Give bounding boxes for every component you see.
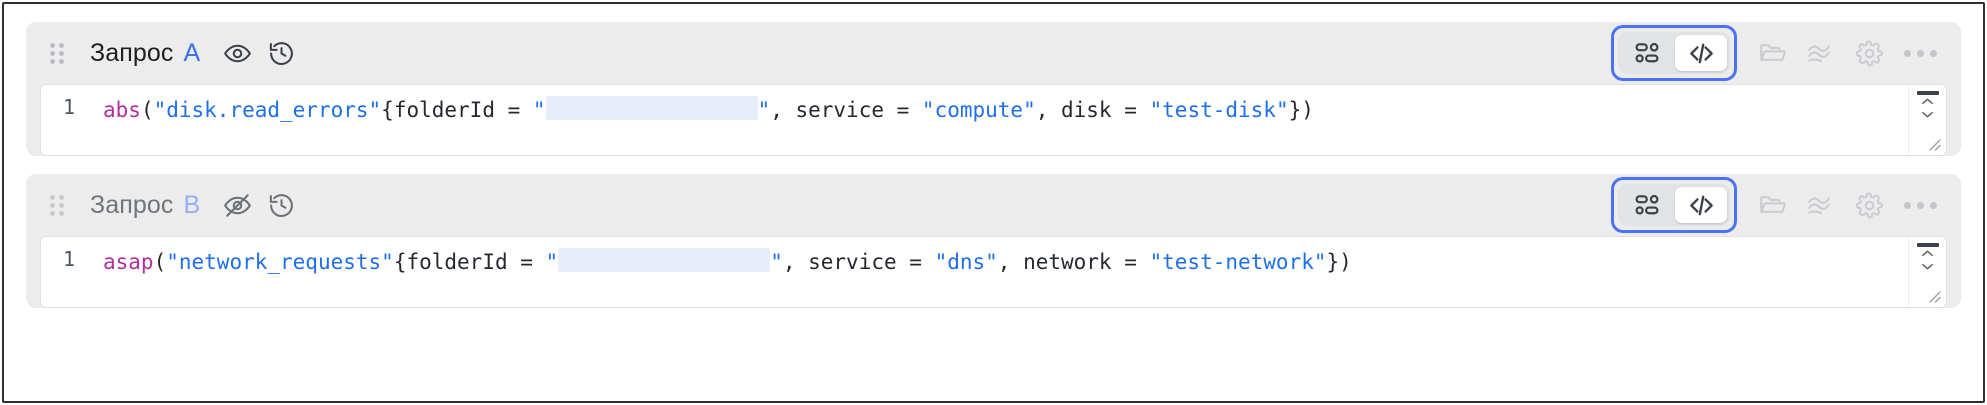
scroll-down-button[interactable] <box>1918 260 1938 273</box>
editor-scroll-controls <box>1908 237 1946 307</box>
query-toolbar <box>1611 25 1947 81</box>
eye-icon[interactable] <box>220 36 254 70</box>
redacted-folder-id <box>545 96 758 120</box>
code-token-str: "compute" <box>921 98 1036 122</box>
scroll-thumb[interactable] <box>1916 91 1939 95</box>
line-number-gutter: 1 <box>62 247 76 271</box>
drag-dot <box>50 50 55 56</box>
code-token-plain: , disk = <box>1035 98 1150 122</box>
drag-dot <box>50 210 55 216</box>
code-view-button[interactable] <box>1675 187 1727 223</box>
query-toolbar <box>1611 177 1947 233</box>
code-token-str: " <box>770 250 783 274</box>
eye-off-icon[interactable] <box>220 188 254 222</box>
settings-icon[interactable] <box>1845 183 1893 227</box>
query-title: Запрос <box>90 38 174 67</box>
scroll-thumb[interactable] <box>1916 243 1939 247</box>
folder-icon[interactable] <box>1749 31 1797 75</box>
folder-icon[interactable] <box>1749 183 1797 227</box>
code-token-plain: }) <box>1288 98 1314 122</box>
view-mode-focus-ring <box>1611 25 1737 81</box>
chart-icon[interactable] <box>1797 31 1845 75</box>
query-letter: A <box>183 38 201 67</box>
drag-dot <box>50 42 55 48</box>
code-token-plain: , network = <box>997 250 1150 274</box>
drag-dot <box>59 202 64 208</box>
code-brackets-icon <box>1688 192 1715 219</box>
drag-dot <box>50 194 55 200</box>
code-token-plain: ( <box>140 98 154 122</box>
drag-handle-icon[interactable] <box>50 194 68 216</box>
code-line[interactable]: asap("network_requests"{folderId = "", s… <box>97 237 1946 307</box>
code-token-str: "disk.read_errors" <box>153 98 382 122</box>
redacted-folder-id <box>558 248 771 272</box>
query-card-header: Запрос A <box>26 22 1961 84</box>
query-card-a: Запрос A 1 abs("disk.read_errors"{folderId … <box>26 22 1961 156</box>
editor-resize-grip[interactable] <box>1926 136 1942 152</box>
code-brackets-icon <box>1688 40 1715 67</box>
blocks-icon <box>1634 192 1660 218</box>
more-menu-icon[interactable] <box>1893 31 1947 75</box>
ellipsis-dot <box>1903 201 1911 209</box>
ellipsis-dot <box>1916 49 1924 57</box>
settings-icon[interactable] <box>1845 31 1893 75</box>
chart-icon[interactable] <box>1797 183 1845 227</box>
blocks-icon <box>1634 40 1660 66</box>
code-token-str: " <box>532 98 546 122</box>
scroll-down-button[interactable] <box>1918 108 1938 121</box>
drag-handle-icon[interactable] <box>50 42 68 64</box>
code-token-plain: {folderId = <box>393 250 546 274</box>
query-letter: B <box>183 190 201 219</box>
code-token-fn: abs <box>103 98 141 122</box>
code-token-plain: , service = <box>782 250 935 274</box>
code-token-fn: asap <box>103 250 154 274</box>
code-token-str: "test-network" <box>1149 250 1327 274</box>
line-number-gutter: 1 <box>62 95 76 119</box>
query-title: Запрос <box>90 190 174 219</box>
code-line[interactable]: abs("disk.read_errors"{folderId = "", se… <box>97 85 1946 155</box>
more-menu-icon[interactable] <box>1893 183 1947 227</box>
code-token-plain: ( <box>153 250 167 274</box>
drag-dot <box>59 50 64 56</box>
code-view-button[interactable] <box>1675 35 1727 71</box>
code-token-plain: {folderId = <box>381 98 533 122</box>
view-mode-segmented-control <box>1618 32 1730 74</box>
drag-dot <box>50 202 55 208</box>
drag-dot <box>50 58 55 64</box>
code-token-str: " <box>545 250 559 274</box>
ellipsis-dot <box>1929 201 1937 209</box>
query-card-b: Запрос B 1 asap("network_requests"{folderId… <box>26 174 1961 308</box>
ellipsis-dot <box>1916 201 1924 209</box>
drag-dot <box>59 42 64 48</box>
builder-view-button[interactable] <box>1621 187 1673 223</box>
ellipsis-dot <box>1929 49 1937 57</box>
builder-view-button[interactable] <box>1621 35 1673 71</box>
code-token-str: "test-disk" <box>1149 98 1289 122</box>
drag-dot <box>59 58 64 64</box>
history-icon[interactable] <box>264 36 298 70</box>
scroll-up-button[interactable] <box>1918 247 1938 260</box>
code-token-str: "dns" <box>934 250 998 274</box>
view-mode-focus-ring <box>1611 177 1737 233</box>
drag-dot <box>59 194 64 200</box>
query-card-header: Запрос B <box>26 174 1961 236</box>
code-token-str: "network_requests" <box>166 250 394 274</box>
scroll-up-button[interactable] <box>1918 95 1938 108</box>
editor-resize-grip[interactable] <box>1926 288 1942 304</box>
history-icon[interactable] <box>264 188 298 222</box>
editor-scroll-controls <box>1908 85 1946 155</box>
ellipsis-dot <box>1903 49 1911 57</box>
code-token-plain: }) <box>1326 250 1352 274</box>
code-token-plain: , service = <box>770 98 922 122</box>
drag-dot <box>59 210 64 216</box>
code-token-str: " <box>757 98 771 122</box>
view-mode-segmented-control <box>1618 184 1730 226</box>
